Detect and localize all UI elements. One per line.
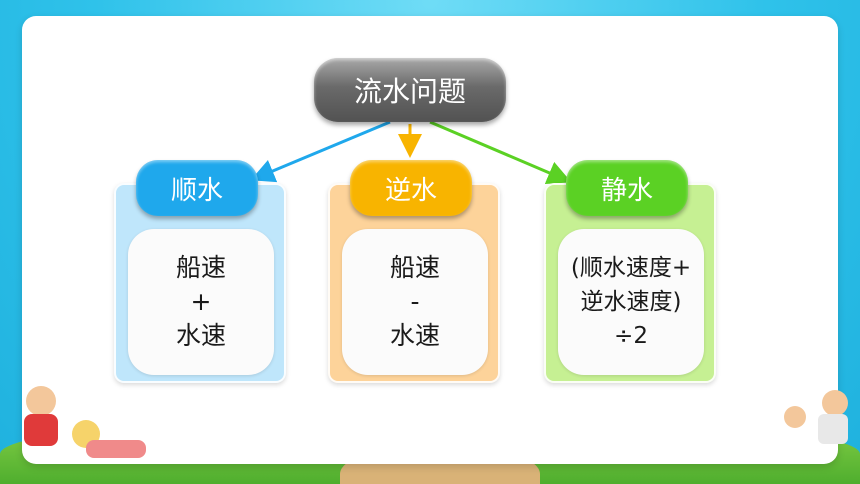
formula-line: - xyxy=(410,287,420,316)
formula-nishui: 船速 - 水速 xyxy=(342,229,488,375)
formula-line: (顺水速度+ xyxy=(570,255,692,281)
kid-right2-illustration xyxy=(822,390,848,416)
formula-line: 水速 xyxy=(175,321,226,350)
formula-line: ÷2 xyxy=(614,323,648,349)
box-shunshui: 船速 + 水速 xyxy=(114,183,286,383)
formula-line: 船速 xyxy=(175,253,226,282)
label-jingshui: 静水 xyxy=(566,160,688,216)
formula-jingshui: (顺水速度+ 逆水速度) ÷2 xyxy=(558,229,704,375)
label-nishui: 逆水 xyxy=(350,160,472,216)
kid-body-illustration xyxy=(24,414,58,446)
formula-line: 水速 xyxy=(389,321,440,350)
formula-line: 逆水速度) xyxy=(580,289,682,315)
label-shunshui: 顺水 xyxy=(136,160,258,216)
kid-right-illustration xyxy=(784,406,806,428)
formula-line: + xyxy=(190,287,212,316)
formula-shunshui: 船速 + 水速 xyxy=(128,229,274,375)
diagram-title: 流水问题 xyxy=(314,58,506,122)
box-nishui: 船速 - 水速 xyxy=(328,183,500,383)
kid-right2-body-illustration xyxy=(818,414,848,444)
kid-reading-illustration xyxy=(26,386,56,416)
kid-girl-body-illustration xyxy=(86,440,146,458)
arrow-to-shunshui xyxy=(250,120,391,183)
formula-line: 船速 xyxy=(389,253,440,282)
arrow-to-jingshui xyxy=(429,120,572,184)
